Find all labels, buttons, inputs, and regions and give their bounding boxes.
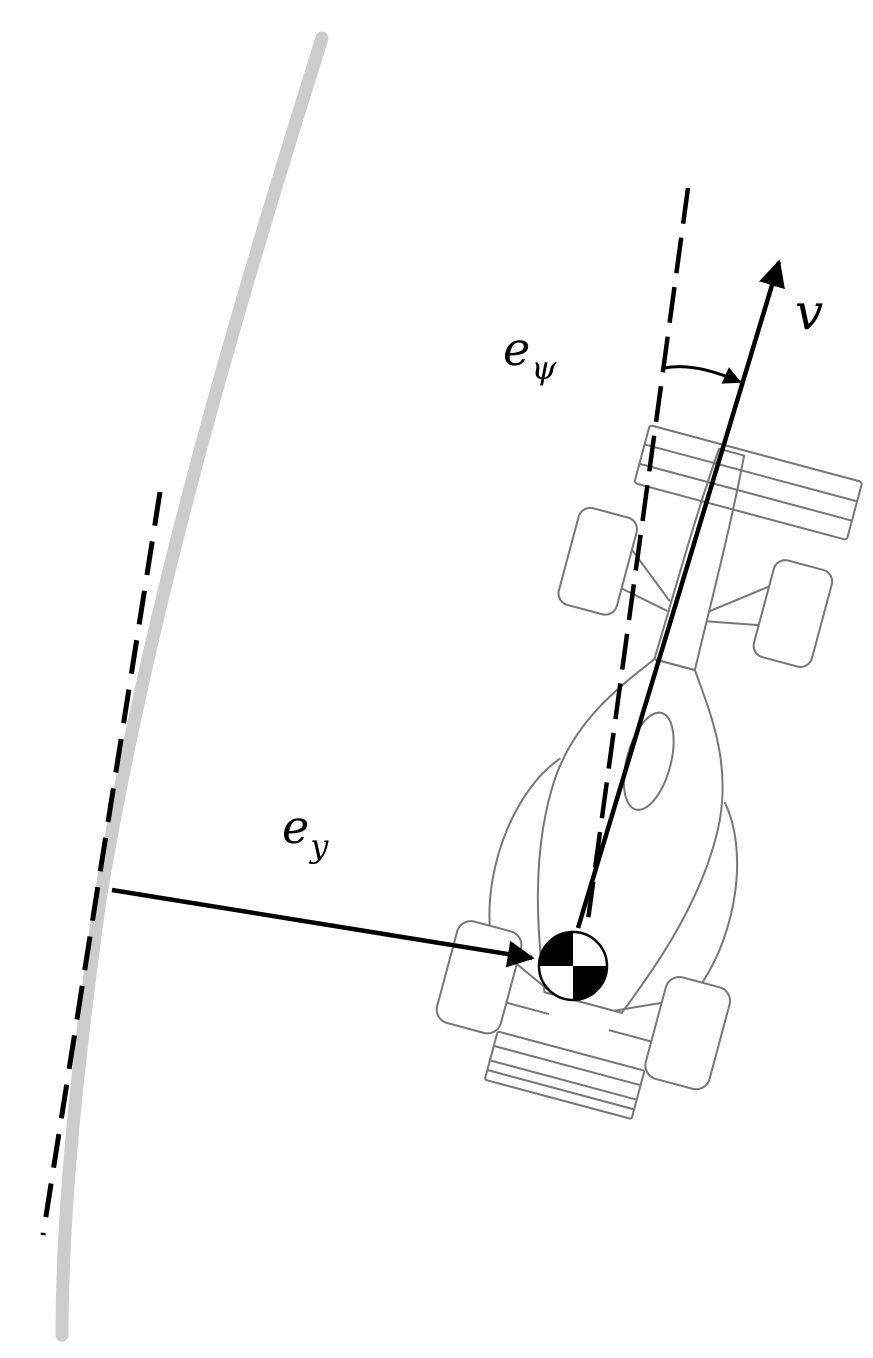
front-wing (633, 424, 863, 541)
heading-error-arc (663, 365, 742, 384)
car-heading-dashed (585, 187, 691, 921)
rear-wing (484, 1030, 646, 1120)
track-boundary (55, 31, 329, 1342)
rear-right-tire (644, 976, 732, 1091)
velocity-vector (575, 259, 785, 929)
cockpit (622, 711, 675, 811)
front-right-tire (752, 559, 834, 668)
heading-error-label: eψ (503, 322, 556, 387)
lateral-error-arrow (111, 887, 535, 968)
race-car (435, 424, 863, 1120)
lateral-error-subscript: y (310, 827, 329, 865)
lateral-error-label: ey (282, 800, 328, 865)
heading-error-subscript: ψ (531, 349, 557, 387)
front-left-tire (557, 506, 638, 616)
car-body (536, 658, 724, 1014)
reference-path-dashed (40, 491, 163, 1236)
lateral-error-main: e (282, 800, 310, 854)
heading-error-main: e (503, 322, 531, 376)
center-of-gravity-marker (537, 930, 609, 1002)
rear-left-tire (435, 920, 523, 1035)
velocity-label: v (795, 283, 824, 341)
